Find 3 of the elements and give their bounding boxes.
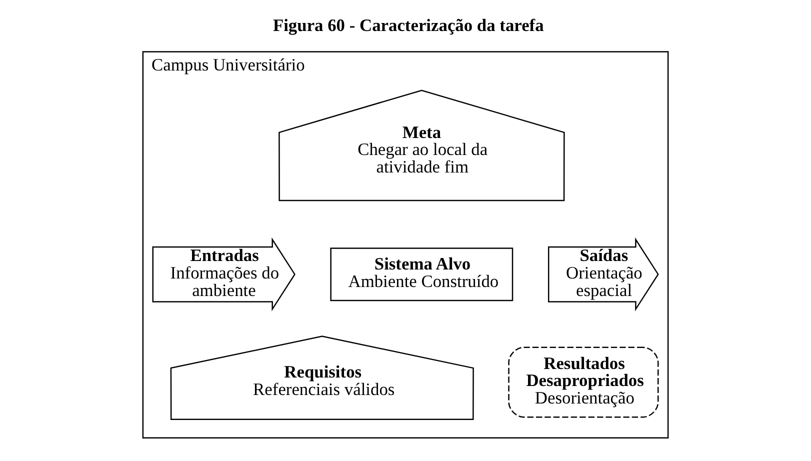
node-box: Sistema Alvo Ambiente Construído	[330, 248, 514, 302]
diagram-title: Figura 60 - Caracterização da tarefa	[272, 14, 544, 35]
node-box: Resultados Desapropriados Desorientação	[508, 346, 659, 418]
